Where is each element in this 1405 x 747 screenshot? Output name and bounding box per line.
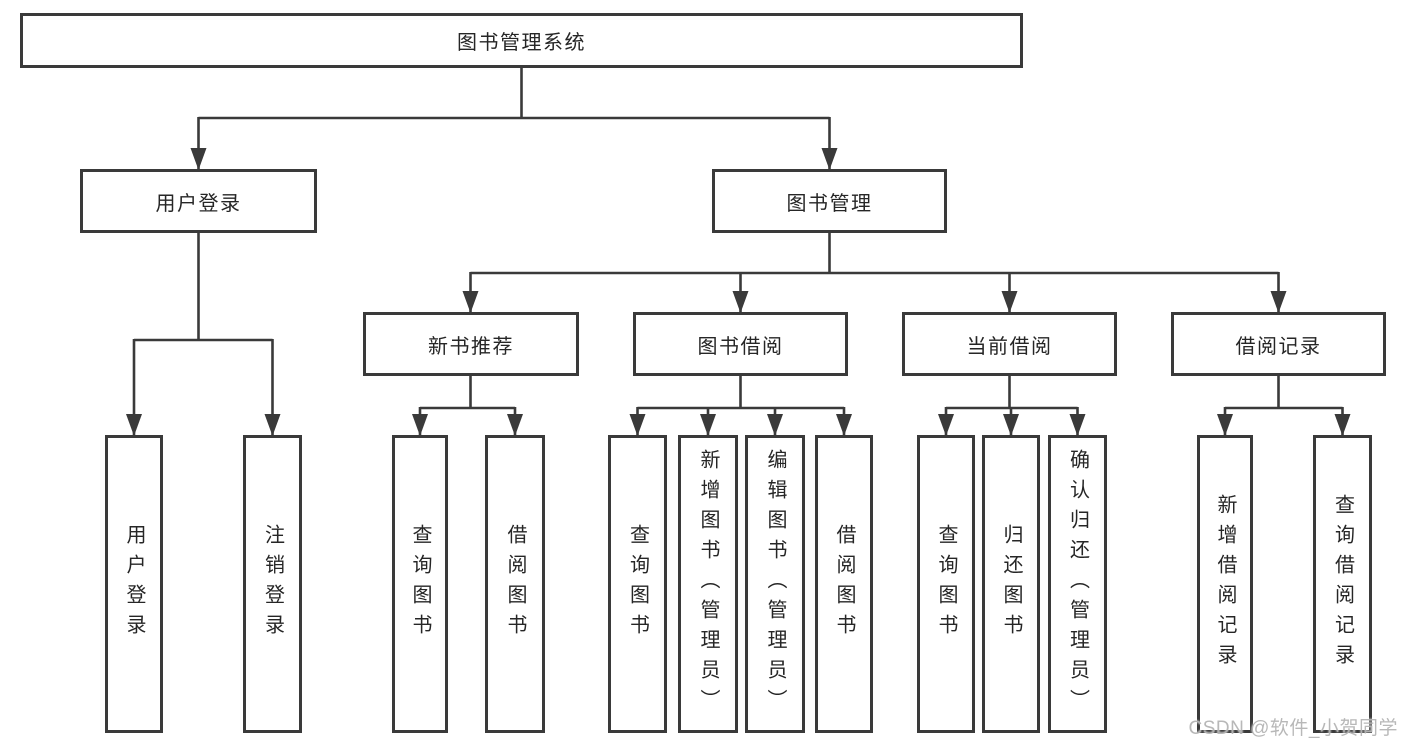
leaf-borrow-books-recommend: 借阅图书 [485, 435, 545, 733]
leaf-edit-book-admin: 编辑图书（管理员） [745, 435, 805, 733]
node-book-borrowing: 图书借阅 [633, 312, 848, 376]
leaf-query-books-current: 查询图书 [917, 435, 975, 733]
node-book-management: 图书管理 [712, 169, 947, 233]
leaf-confirm-return-admin: 确认归还（管理员） [1048, 435, 1107, 733]
leaf-query-borrow-record: 查询借阅记录 [1313, 435, 1372, 733]
leaf-add-borrow-record: 新增借阅记录 [1197, 435, 1253, 733]
leaf-query-books-recommend: 查询图书 [392, 435, 448, 733]
leaf-query-books-borrowing: 查询图书 [608, 435, 667, 733]
node-user-login: 用户登录 [80, 169, 317, 233]
node-library-management-system: 图书管理系统 [20, 13, 1023, 68]
leaf-logout: 注销登录 [243, 435, 302, 733]
node-current-borrowing: 当前借阅 [902, 312, 1117, 376]
node-borrowing-records: 借阅记录 [1171, 312, 1386, 376]
node-new-book-recommend: 新书推荐 [363, 312, 579, 376]
leaf-return-books: 归还图书 [982, 435, 1040, 733]
csdn-watermark: CSDN @软件_小贺同学 [1188, 718, 1398, 739]
leaf-borrow-books: 借阅图书 [815, 435, 873, 733]
leaf-add-book-admin: 新增图书（管理员） [678, 435, 738, 733]
leaf-user-login: 用户登录 [105, 435, 163, 733]
